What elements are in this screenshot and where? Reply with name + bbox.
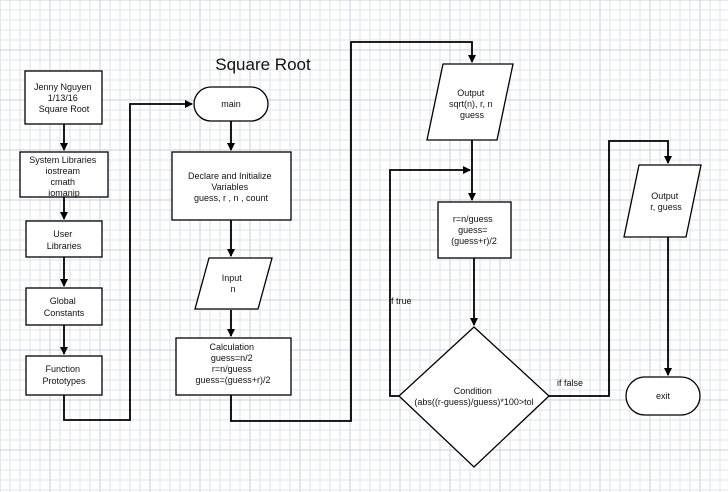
- header-block-text: Jenny Nguyen 1/13/16 Square Root: [34, 82, 94, 114]
- system-libraries-block: System Libraries iostream cmath iomanip: [19, 151, 109, 198]
- global-constants-text: Global Constants: [44, 296, 85, 318]
- output-parallelogram-1: Output sqrt(n), r, n guess: [426, 63, 514, 141]
- function-prototypes-text: Function Prototypes: [42, 364, 86, 386]
- main-terminator-text: main: [221, 99, 241, 109]
- exit-terminator: exit: [625, 376, 701, 416]
- calculation-block-text: Calculation guess=n/2 r=n/guess guess=(g…: [195, 342, 270, 385]
- output-1-text: Output sqrt(n), r, n guess: [449, 88, 495, 120]
- function-prototypes-block: Function Prototypes: [25, 355, 103, 396]
- header-block: Jenny Nguyen 1/13/16 Square Root: [24, 70, 103, 125]
- if-false-label: if false: [557, 378, 583, 388]
- condition-text: Condition (abs((r-guess)/guess)*100>tol: [414, 386, 533, 407]
- declare-block-text: Declare and Initialize Variables guess, …: [188, 171, 274, 203]
- exit-terminator-text: exit: [656, 391, 671, 401]
- user-libraries-text: User Libraries: [47, 229, 82, 251]
- connectors: [60, 41, 672, 422]
- global-constants-block: Global Constants: [25, 287, 103, 326]
- condition-diamond: Condition (abs((r-guess)/guess)*100>tol: [398, 326, 550, 468]
- diagram-title: Square Root: [215, 55, 311, 74]
- loop-process-text: r=n/guess guess= (guess+r)/2: [451, 214, 497, 246]
- if-true-label: if true: [389, 296, 412, 306]
- input-parallelogram: Input n: [194, 257, 273, 310]
- declare-block: Declare and Initialize Variables guess, …: [171, 151, 292, 221]
- edge-condition-true-loop: [389, 166, 471, 397]
- edge-protos-to-main: [63, 100, 193, 421]
- main-terminator: main: [193, 86, 269, 122]
- user-libraries-block: User Libraries: [25, 220, 103, 258]
- system-libraries-text: System Libraries iostream cmath iomanip: [29, 155, 99, 198]
- loop-process-block: r=n/guess guess= (guess+r)/2: [437, 201, 512, 259]
- output-2-text: Output r, guess: [650, 191, 682, 212]
- input-parallelogram-text: Input n: [222, 273, 245, 294]
- calculation-block: Calculation guess=n/2 r=n/guess guess=(g…: [175, 337, 292, 396]
- output-parallelogram-2: Output r, guess: [623, 164, 702, 238]
- edge-calc-to-output: [230, 41, 476, 422]
- edge-condition-false-output: [549, 140, 672, 397]
